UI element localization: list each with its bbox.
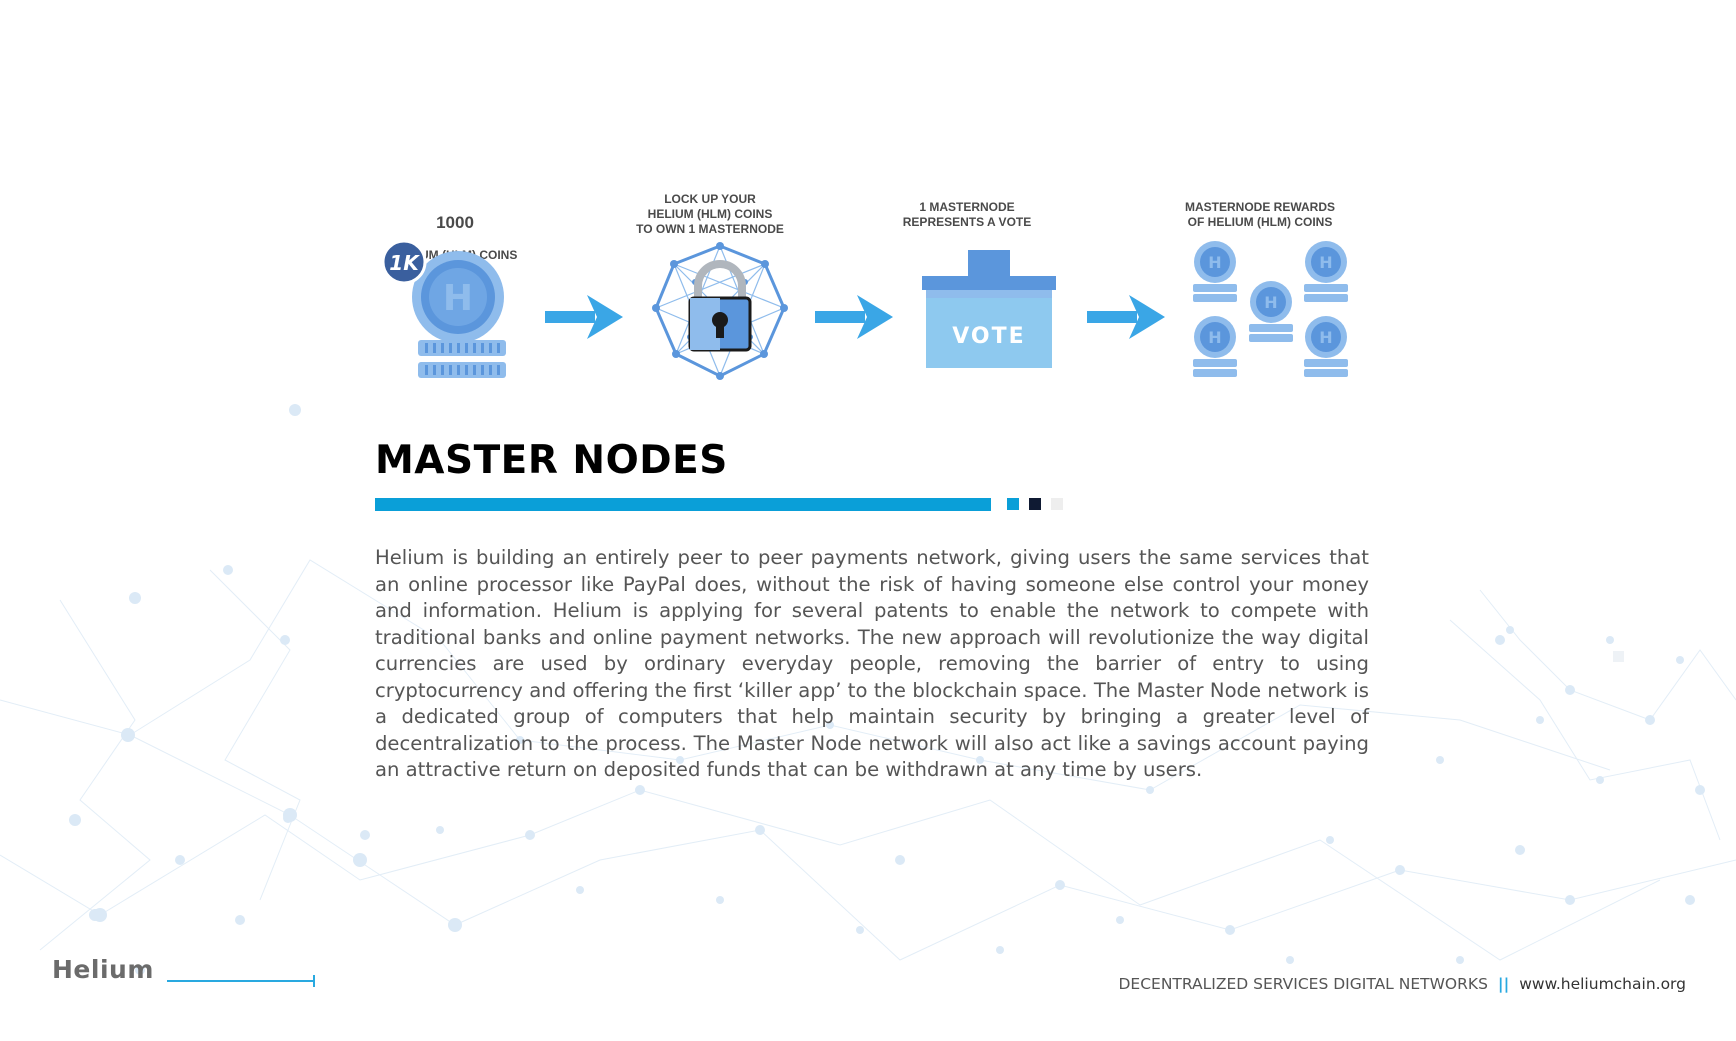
vote-box-text: VOTE bbox=[952, 324, 1025, 349]
title-underline-bar bbox=[375, 498, 991, 511]
step-4-label: MASTERNODE REWARDS OF HELIUM (HLM) COINS bbox=[1184, 200, 1335, 229]
footer-website-link[interactable]: www.heliumchain.org bbox=[1519, 975, 1686, 993]
svg-text:H: H bbox=[1208, 253, 1221, 272]
logo-underline bbox=[167, 980, 314, 982]
footer-bar: DECENTRALIZED SERVICES DIGITAL NETWORKS |… bbox=[1118, 975, 1686, 993]
coins-reward-icon: H H H H H bbox=[1193, 241, 1348, 377]
arrow-right-icon bbox=[1087, 295, 1165, 339]
footer-tagline: DECENTRALIZED SERVICES DIGITAL NETWORKS bbox=[1118, 975, 1488, 993]
accent-square-dark bbox=[1029, 498, 1041, 510]
badge-1k-text: 1K bbox=[389, 251, 420, 275]
page-title: MASTER NODES bbox=[375, 438, 728, 483]
footer-separator: || bbox=[1497, 975, 1510, 993]
svg-text:H: H bbox=[1319, 253, 1332, 272]
coin-stack-icon: H 1K bbox=[381, 240, 506, 378]
step-1-number: 1000 bbox=[436, 213, 474, 232]
arrow-right-icon bbox=[545, 295, 623, 339]
accent-square-blue bbox=[1007, 498, 1019, 510]
svg-text:H: H bbox=[1264, 293, 1277, 312]
accent-square-light bbox=[1051, 498, 1063, 510]
ballot-box-icon: VOTE bbox=[922, 250, 1056, 368]
padlock-network-icon bbox=[652, 242, 788, 380]
svg-text:H: H bbox=[1208, 328, 1221, 347]
body-paragraph: Helium is building an entirely peer to p… bbox=[375, 546, 1369, 781]
svg-text:H: H bbox=[443, 278, 473, 319]
masternode-infographic: 1000 HELIUM (HLM) COINS H 1K LOCK UP YOU… bbox=[375, 190, 1365, 390]
step-3-label: 1 MASTERNODE REPRESENTS A VOTE bbox=[902, 200, 1032, 229]
logo-underline-tick bbox=[313, 975, 315, 987]
helium-logo: Helium bbox=[52, 955, 154, 984]
arrow-right-icon bbox=[815, 295, 893, 339]
step-2-label: LOCK UP YOUR HELIUM (HLM) COINS TO OWN 1… bbox=[636, 192, 784, 236]
svg-text:H: H bbox=[1319, 328, 1332, 347]
